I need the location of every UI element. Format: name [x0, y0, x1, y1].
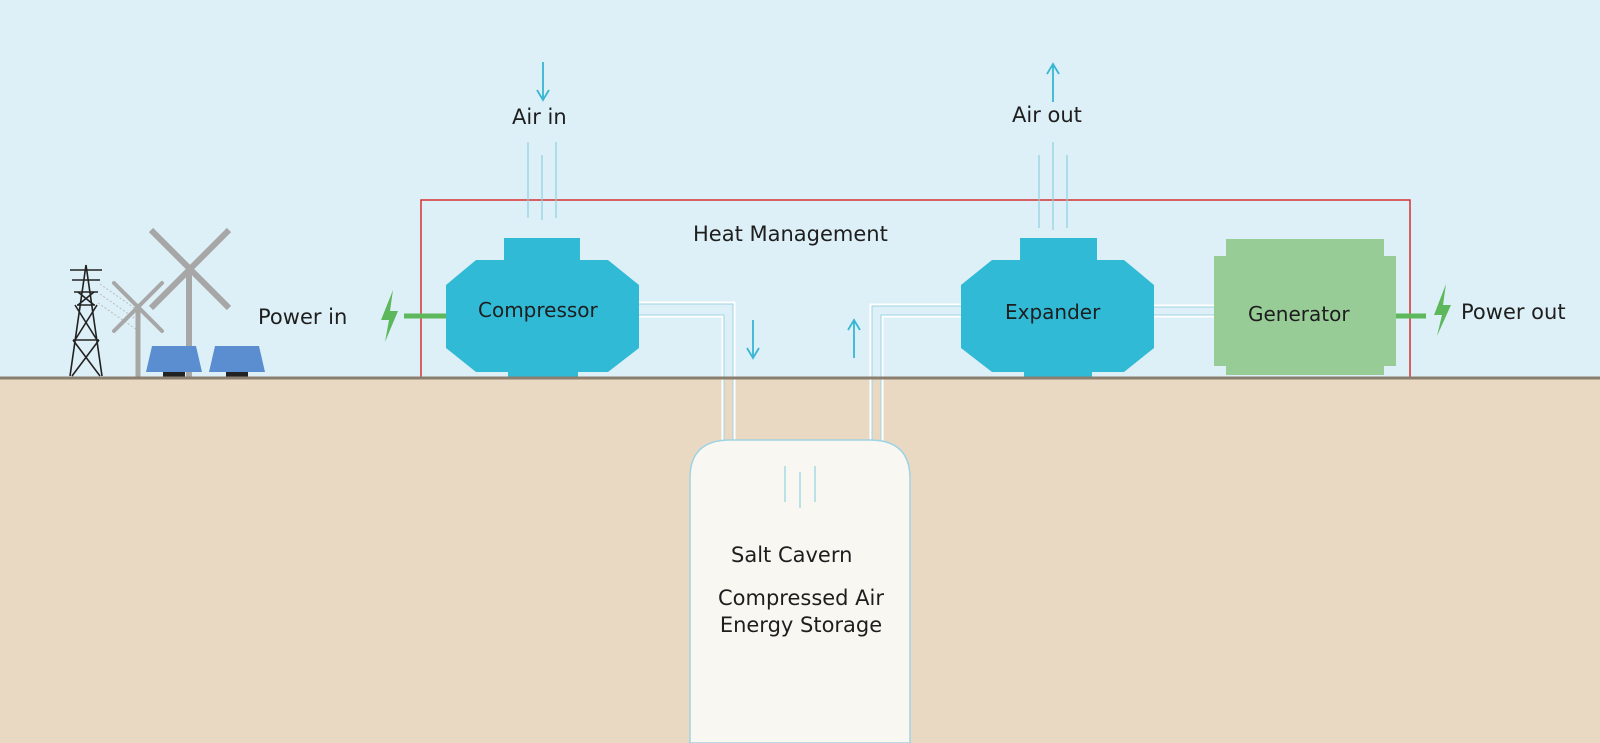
air-in-label: Air in — [512, 105, 567, 129]
caes-label-line1: Compressed Air — [717, 586, 885, 610]
arrow-down-icon — [536, 62, 550, 102]
salt-cavern-label: Salt Cavern — [731, 543, 853, 567]
arrow-up-icon — [847, 318, 861, 358]
cavern-air-lines — [784, 466, 816, 508]
solar-panel-icon — [209, 346, 265, 377]
compressor-to-cavern-pipe — [639, 301, 736, 445]
arrow-down-icon — [746, 320, 760, 360]
transmission-tower-icon — [69, 264, 141, 377]
expander-generator-shaft — [1154, 304, 1214, 318]
lightning-bolt-icon — [1434, 284, 1451, 336]
power-out-label: Power out — [1461, 300, 1566, 324]
expander — [961, 238, 1154, 377]
cavern-to-expander-pipe — [869, 303, 962, 445]
heat-management-label: Heat Management — [693, 222, 888, 246]
air-out-label: Air out — [1012, 103, 1082, 127]
air-in-lines — [527, 142, 557, 220]
wind-turbine-icon — [112, 281, 164, 380]
expander-label: Expander — [1005, 300, 1101, 324]
caes-label-line2: Energy Storage — [719, 613, 883, 637]
power-in-label: Power in — [258, 305, 348, 329]
solar-panel-icon — [146, 346, 202, 377]
compressor-label: Compressor — [478, 298, 598, 322]
arrow-up-icon — [1046, 62, 1060, 102]
generator — [1214, 239, 1396, 375]
generator-label: Generator — [1248, 302, 1350, 326]
compressor — [446, 238, 639, 377]
air-out-lines — [1038, 142, 1068, 230]
lightning-bolt-icon — [381, 290, 398, 342]
salt-cavern — [689, 439, 911, 743]
